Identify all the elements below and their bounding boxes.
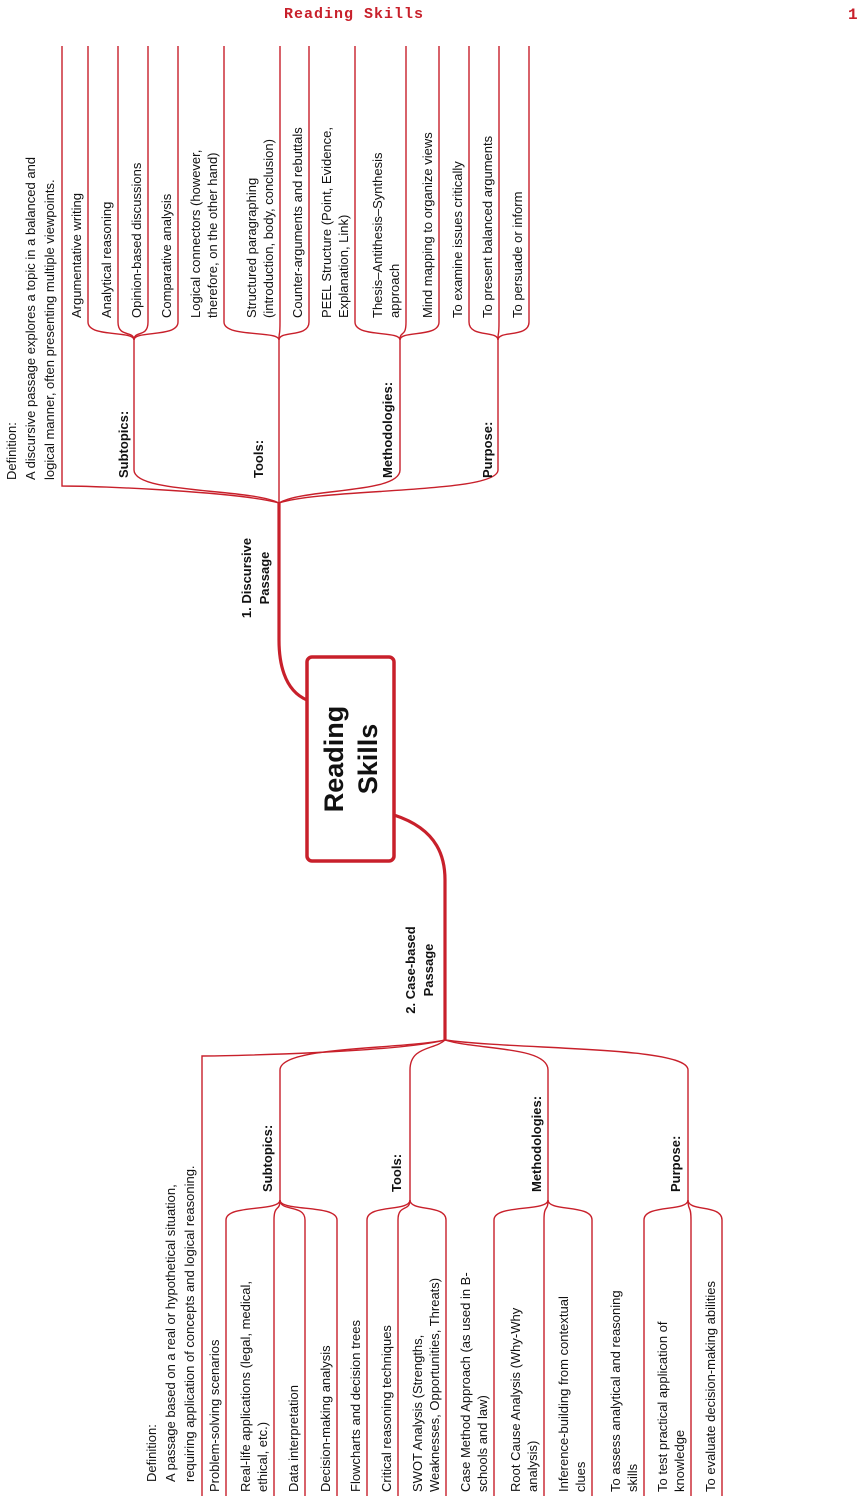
- casebased-methodologies-label: Methodologies:: [529, 1096, 544, 1192]
- casebased-definition-line: A passage based on a real or hypothetica…: [163, 1184, 178, 1482]
- casebased-purpose-item-connector: [687, 1199, 723, 1496]
- discursive-definition-line: Definition:: [4, 422, 19, 480]
- casebased-subtopics-item-connector: [279, 1199, 338, 1496]
- casebased-methodologies-item: analysis): [525, 1441, 540, 1492]
- central-node-line2: Skills: [353, 724, 383, 795]
- discursive-tools-item: (introduction, body, conclusion): [261, 139, 276, 318]
- casebased-subtopics-item-connector: [273, 1199, 281, 1496]
- casebased-methodologies-item-connector: [493, 1199, 549, 1496]
- discursive-purpose-item: To examine issues critically: [450, 161, 465, 318]
- discursive-subtopics-item-connector: [117, 46, 135, 341]
- discursive-purpose-item: To persuade or inform: [510, 192, 525, 318]
- discursive-subtopics-connector: [133, 340, 280, 504]
- casebased-purpose-item: To test practical application of: [655, 1321, 670, 1492]
- casebased-purpose-item: To evaluate decision-making abilities: [703, 1280, 718, 1492]
- discursive-methodologies-item-connector: [354, 46, 401, 341]
- case-based-passage-branch: 2. Case-based Passage Definition: A passa…: [144, 926, 718, 1492]
- discursive-tools-item-connector: [278, 46, 310, 341]
- discursive-purpose-item-connector: [497, 46, 530, 341]
- connector-lines: [61, 46, 723, 1496]
- casebased-purpose-connector: [444, 1039, 689, 1200]
- discursive-methodologies-item: Thesis–Antithesis–Synthesis: [370, 152, 385, 318]
- casebased-methodologies-connector: [444, 1039, 549, 1200]
- casebased-methodologies-item-connector: [547, 1199, 593, 1496]
- casebased-tools-connector: [409, 1039, 446, 1200]
- discursive-tools-label: Tools:: [251, 440, 266, 478]
- casebased-tools-item: Critical reasoning techniques: [379, 1325, 394, 1492]
- casebased-purpose-label: Purpose:: [668, 1136, 683, 1192]
- casebased-purpose-item: skills: [625, 1463, 640, 1492]
- casebased-methodologies-item: Root Cause Analysis (Why-Why: [508, 1307, 523, 1492]
- discursive-methodologies-item: Explanation, Link): [336, 215, 351, 318]
- discursive-label-line1: 1. Discursive: [239, 538, 254, 618]
- casebased-subtopics-item: Data interpretation: [286, 1385, 301, 1492]
- discursive-methodologies-connector: [278, 340, 401, 504]
- discursive-tools-item: therefore, on the other hand): [205, 152, 220, 318]
- casebased-methodologies-item: clues: [573, 1461, 588, 1492]
- casebased-methodologies-item-connector: [543, 1199, 549, 1496]
- discursive-methodologies-item: approach: [387, 264, 402, 318]
- discursive-purpose-label: Purpose:: [480, 422, 495, 478]
- casebased-subtopics-item-connector: [225, 1199, 281, 1496]
- central-to-casebased-connector: [393, 813, 447, 1040]
- discursive-definition-line: A discursive passage explores a topic in…: [23, 157, 38, 480]
- casebased-definition-connector: [201, 1039, 446, 1496]
- central-node-box: [305, 655, 396, 863]
- discursive-methodologies-item: Mind mapping to organize views: [420, 132, 435, 318]
- casebased-purpose-item: knowledge: [672, 1430, 687, 1492]
- casebased-tools-item: Weaknesses, Opportunities, Threats): [427, 1278, 442, 1492]
- discursive-subtopics-item: Analytical reasoning: [99, 202, 114, 318]
- discursive-tools-item: Logical connectors (however,: [188, 150, 203, 318]
- discursive-subtopics-item: Comparative analysis: [159, 193, 174, 318]
- discursive-definition-line: logical manner, often presenting multipl…: [42, 179, 57, 480]
- discursive-methodologies-item: PEEL Structure (Point, Evidence,: [319, 127, 334, 318]
- casebased-methodologies-item: Case Method Approach (as used in B-: [458, 1272, 473, 1492]
- casebased-definition-line: Definition:: [144, 1424, 159, 1482]
- central-to-discursive-connector: [277, 503, 308, 702]
- discursive-methodologies-item-connector: [399, 46, 440, 341]
- casebased-subtopics-item: ethical, etc.): [255, 1422, 270, 1492]
- discursive-subtopics-item-connector: [133, 46, 179, 341]
- casebased-tools-item: SWOT Analysis (Strengths,: [410, 1335, 425, 1492]
- casebased-purpose-item: To assess analytical and reasoning: [608, 1290, 623, 1492]
- casebased-definition-line: requiring application of concepts and lo…: [182, 1165, 197, 1482]
- discursive-methodologies-label: Methodologies:: [380, 382, 395, 478]
- discursive-purpose-item-connector: [497, 46, 500, 341]
- discursive-tools-item: Structured paragraphing: [244, 178, 259, 318]
- discursive-purpose-item-connector: [468, 46, 499, 341]
- central-node-line1: Reading: [319, 706, 349, 813]
- discursive-label-line2: Passage: [257, 552, 272, 605]
- casebased-subtopics-item: Decision-making analysis: [318, 1345, 333, 1492]
- casebased-purpose-item-connector: [643, 1199, 689, 1496]
- casebased-tools-item-connector: [409, 1199, 447, 1496]
- document-title: Reading Skills: [284, 6, 425, 23]
- casebased-label-line1: 2. Case-based: [403, 926, 418, 1013]
- casebased-subtopics-item: Problem-solving scenarios: [207, 1339, 222, 1492]
- casebased-tools-item-connector: [397, 1199, 411, 1496]
- casebased-tools-label: Tools:: [389, 1154, 404, 1192]
- discursive-tools-item: Counter-arguments and rebuttals: [290, 127, 305, 318]
- page-number: 1: [848, 6, 858, 24]
- casebased-label-line2: Passage: [421, 944, 436, 997]
- casebased-purpose-item-connector: [687, 1199, 692, 1496]
- casebased-subtopics-connector: [279, 1039, 446, 1200]
- casebased-tools-item-connector: [366, 1199, 411, 1496]
- discursive-purpose-connector: [278, 340, 499, 504]
- discursive-purpose-item: To present balanced arguments: [480, 135, 495, 318]
- casebased-subtopics-label: Subtopics:: [260, 1125, 275, 1192]
- discursive-tools-item-connector: [223, 46, 280, 341]
- discursive-tools-item-connector: [278, 46, 281, 341]
- discursive-passage-branch: 1. Discursive Passage Definition: A discu…: [4, 127, 525, 618]
- discursive-subtopics-item-connector: [87, 46, 135, 341]
- casebased-subtopics-item: Real-life applications (legal, medical,: [238, 1281, 253, 1492]
- casebased-methodologies-item: Inference-building from contextual: [556, 1296, 571, 1492]
- discursive-subtopics-item: Argumentative writing: [69, 193, 84, 318]
- discursive-subtopics-item: Opinion-based discussions: [129, 162, 144, 318]
- casebased-tools-item: Flowcharts and decision trees: [348, 1320, 363, 1492]
- discursive-definition-connector: [61, 46, 280, 504]
- discursive-subtopics-label: Subtopics:: [116, 411, 131, 478]
- casebased-methodologies-item: schools and law): [475, 1395, 490, 1492]
